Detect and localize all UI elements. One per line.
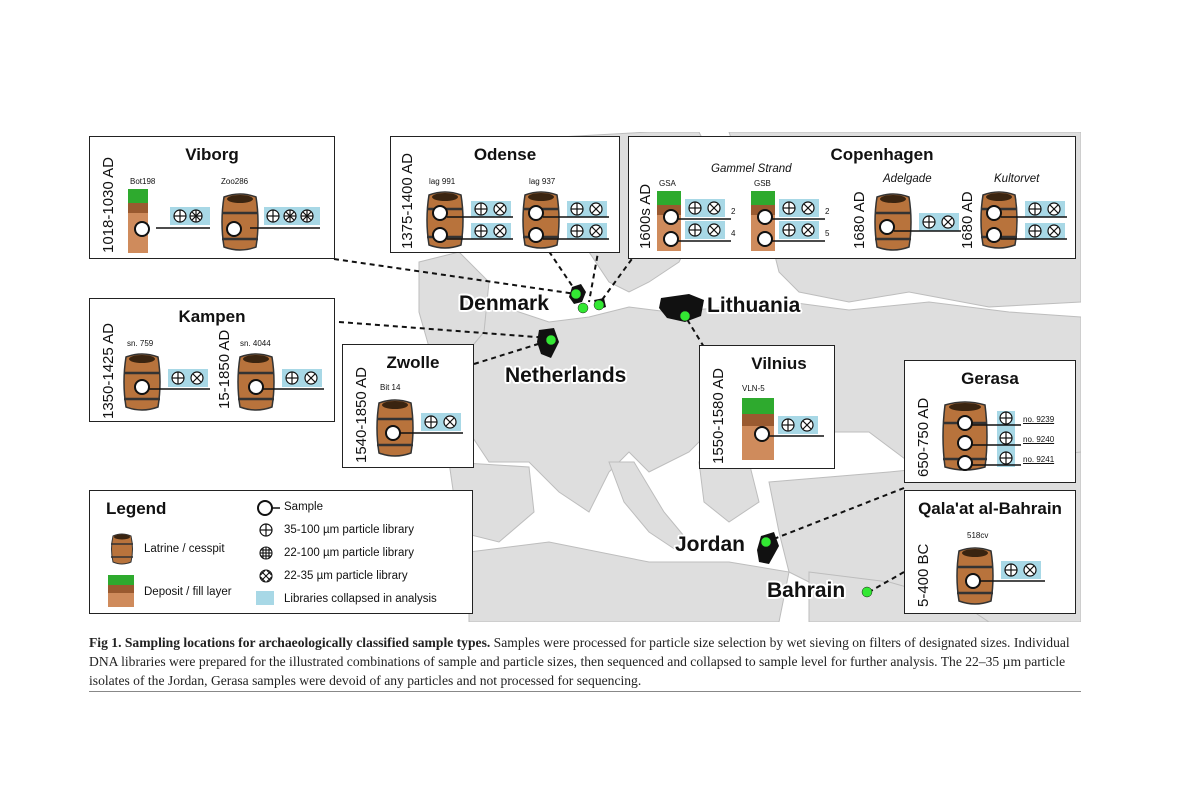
legend-22-35-label: 22-35 µm particle library bbox=[284, 570, 408, 582]
gerasa-panel: Gerasa 650-750 AD no. 9239 no. 9240 no. … bbox=[904, 360, 1076, 483]
kampen-panel: Kampen 1350-1425 AD 15-1850 AD sn. 759 s… bbox=[89, 298, 335, 422]
barrel-icon bbox=[942, 401, 1021, 471]
country-label-jordan: Jordan bbox=[675, 533, 746, 556]
legend-panel: Legend Latrine / cesspit Deposit / fill … bbox=[89, 490, 473, 614]
zwolle-panel: Zwolle 1540-1850 AD Bit 14 bbox=[342, 344, 474, 468]
library-count: 2 bbox=[825, 207, 830, 216]
deposit-layer-icon bbox=[657, 191, 731, 251]
barrel-icon bbox=[111, 533, 133, 565]
date-label: 1600s AD bbox=[637, 183, 654, 249]
sample-id: lag 991 bbox=[429, 177, 456, 186]
deposit-layer-icon bbox=[751, 191, 825, 251]
sample-id: GSA bbox=[659, 179, 676, 188]
vilnius-panel: Vilnius 1550-1580 AD VLN-5 bbox=[699, 345, 835, 469]
date-label: 15-1850 AD bbox=[216, 329, 233, 409]
date-label: 1018-1030 AD bbox=[100, 157, 117, 253]
library-count: 2 bbox=[731, 207, 736, 216]
sample-circle-icon bbox=[257, 500, 280, 516]
sample-id: 518cv bbox=[967, 531, 989, 540]
panel-title: Kampen bbox=[178, 307, 246, 326]
plus-circle-icon bbox=[259, 523, 273, 537]
sample-id: GSB bbox=[754, 179, 771, 188]
subtitle: Kultorvet bbox=[994, 173, 1040, 185]
caption-text: Samples were processed for particle size… bbox=[89, 635, 1070, 688]
sample-id: VLN-5 bbox=[742, 384, 765, 393]
country-label-netherlands: Netherlands bbox=[505, 364, 627, 387]
deposit-layer-icon bbox=[742, 398, 824, 460]
barrel-icon bbox=[980, 191, 1067, 249]
panel-title: Vilnius bbox=[751, 354, 807, 373]
barrel-icon bbox=[123, 353, 210, 411]
library-count: 4 bbox=[731, 229, 736, 238]
sample-id: sn. 4044 bbox=[240, 339, 271, 348]
legend-35-100-label: 35-100 µm particle library bbox=[284, 524, 414, 536]
legend-collapsed-label: Libraries collapsed in analysis bbox=[284, 593, 437, 605]
figure-caption: Fig 1. Sampling locations for archaeolog… bbox=[89, 633, 1081, 690]
hatched-circle-icon bbox=[259, 569, 273, 583]
barrel-icon bbox=[426, 191, 513, 249]
barrel-icon bbox=[237, 353, 324, 411]
country-label-denmark: Denmark bbox=[459, 292, 549, 315]
sample-id: no. 9239 bbox=[1023, 415, 1055, 424]
sample-id: Bit 14 bbox=[380, 383, 401, 392]
divider bbox=[89, 691, 1081, 692]
odense-panel: Odense 1375-1400 AD lag 991 lag 937 bbox=[390, 136, 620, 253]
viborg-panel: Viborg 1018-1030 AD Bot198 Zoo286 bbox=[89, 136, 335, 259]
legend-title: Legend bbox=[106, 499, 167, 518]
panel-title: Viborg bbox=[185, 145, 239, 164]
date-label: 1375-1400 AD bbox=[399, 153, 416, 249]
sample-id: Bot198 bbox=[130, 177, 156, 186]
date-label: 1540-1850 AD bbox=[353, 367, 370, 463]
legend-deposit-label: Deposit / fill layer bbox=[144, 586, 232, 598]
date-label: 1550-1580 AD bbox=[710, 368, 727, 464]
sample-id: no. 9241 bbox=[1023, 455, 1055, 464]
country-label-bahrain: Bahrain bbox=[767, 579, 846, 602]
barrel-icon bbox=[522, 191, 609, 249]
deposit-layer-icon bbox=[108, 575, 134, 607]
panel-title: Zwolle bbox=[386, 353, 440, 372]
legend-22-100-label: 22-100 µm particle library bbox=[284, 547, 414, 559]
barrel-icon bbox=[874, 193, 961, 251]
sample-id: lag 937 bbox=[529, 177, 556, 186]
sample-id: Zoo286 bbox=[221, 177, 249, 186]
copenhagen-panel: Copenhagen Gammel Strand Adelgade Kultor… bbox=[628, 136, 1076, 259]
legend-sample-label: Sample bbox=[284, 501, 323, 513]
figure-1: Denmark Lithuania Netherlands Jordan Bah… bbox=[89, 132, 1081, 622]
library-count: 5 bbox=[825, 229, 830, 238]
sample-id: no. 9240 bbox=[1023, 435, 1055, 444]
country-label-lithuania: Lithuania bbox=[707, 294, 801, 317]
deposit-layer-icon bbox=[128, 189, 150, 253]
grid-circle-icon bbox=[259, 546, 273, 560]
panel-title: Gerasa bbox=[961, 369, 1019, 388]
date-label: 1680 AD bbox=[851, 191, 868, 249]
barrel-icon bbox=[956, 547, 1045, 605]
barrel-icon bbox=[376, 399, 463, 457]
date-label: 5-400 BC bbox=[915, 543, 932, 607]
barrel-icon bbox=[221, 193, 259, 251]
subtitle: Gammel Strand bbox=[711, 163, 792, 175]
date-label: 1350-1425 AD bbox=[100, 323, 117, 419]
qalaat-al-bahrain-panel: Qala'at al-Bahrain 5-400 BC 518cv bbox=[904, 490, 1076, 614]
library-icons bbox=[156, 207, 210, 229]
legend-latrine-label: Latrine / cesspit bbox=[144, 543, 225, 555]
library-icons bbox=[250, 207, 320, 229]
panel-title: Odense bbox=[473, 145, 537, 164]
panel-title: Copenhagen bbox=[830, 145, 934, 164]
sample-id: sn. 759 bbox=[127, 339, 154, 348]
date-label: 650-750 AD bbox=[915, 397, 932, 477]
subtitle: Adelgade bbox=[883, 173, 932, 185]
panel-title: Qala'at al-Bahrain bbox=[918, 499, 1062, 518]
caption-title: Fig 1. Sampling locations for archaeolog… bbox=[89, 635, 491, 650]
collapsed-swatch-icon bbox=[256, 591, 274, 605]
